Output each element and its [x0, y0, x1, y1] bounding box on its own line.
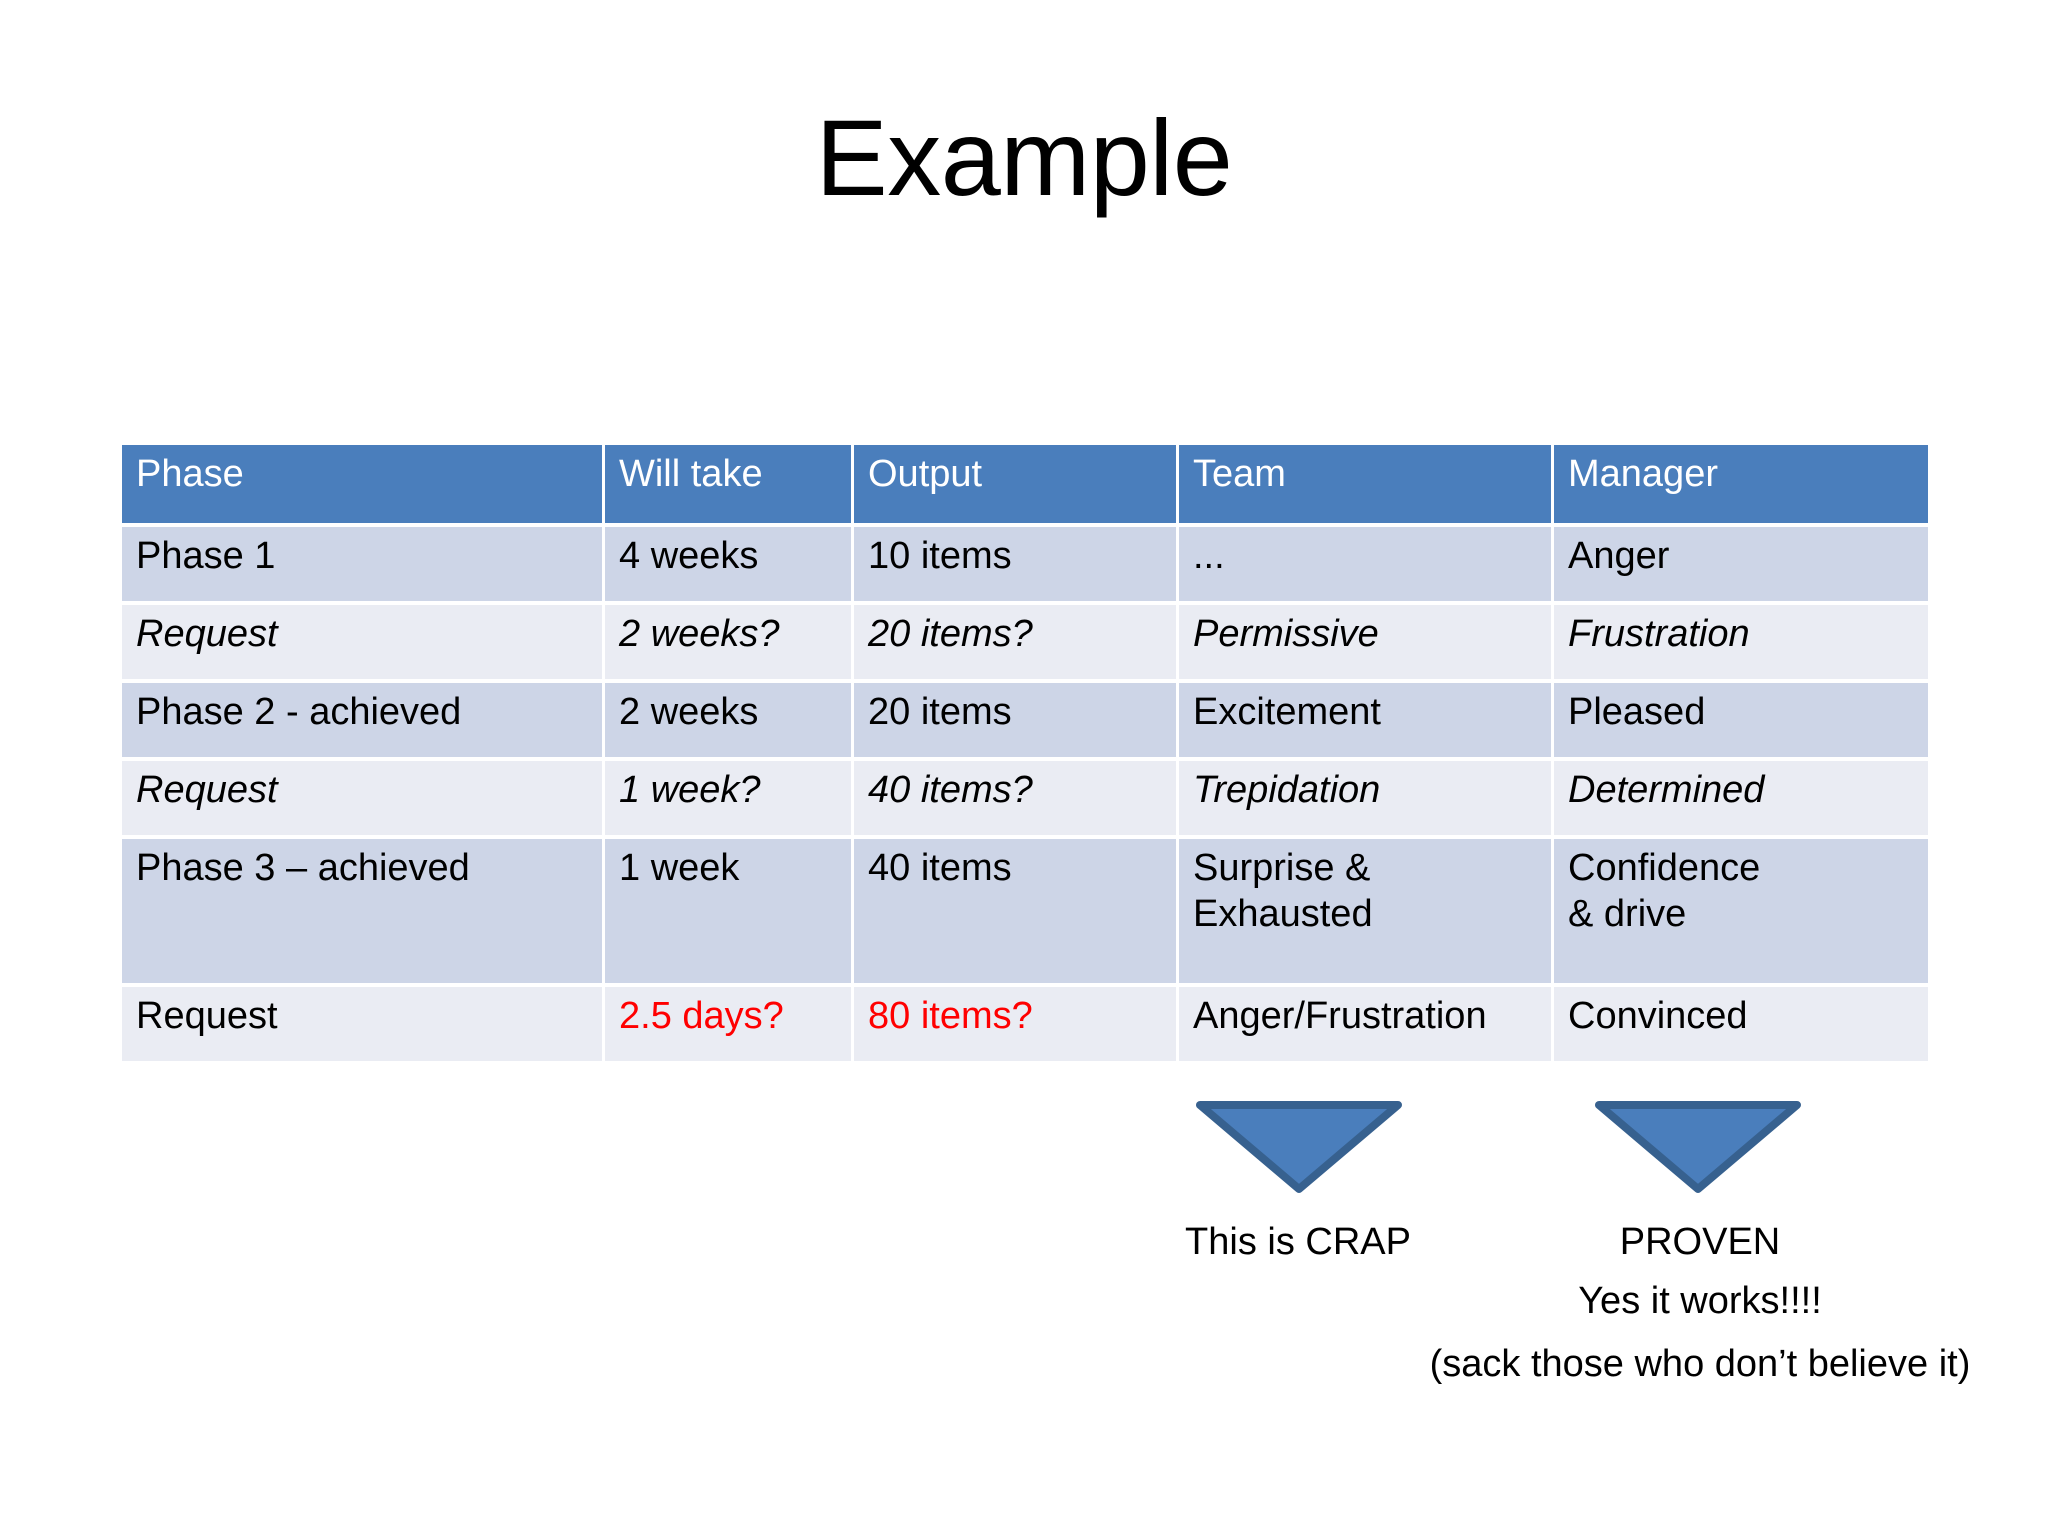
cell-output: 40 items: [854, 839, 1179, 987]
cell-output: 40 items?: [854, 761, 1179, 839]
cell-phase: Request: [122, 605, 605, 683]
cell-team: Anger/Frustration: [1179, 987, 1554, 1065]
cell-team: Permissive: [1179, 605, 1554, 683]
cell-manager: Frustration: [1554, 605, 1928, 683]
column-header-will-take: Will take: [605, 445, 854, 527]
cell-output: 20 items: [854, 683, 1179, 761]
table-row: Phase 3 – achieved 1 week 40 items Surpr…: [122, 839, 1928, 987]
cell-manager: Pleased: [1554, 683, 1928, 761]
column-header-output: Output: [854, 445, 1179, 527]
callout-caption-left: This is CRAP: [1185, 1221, 1411, 1263]
callout-caption-right: PROVEN: [1619, 1221, 1781, 1263]
column-header-phase: Phase: [122, 445, 605, 527]
cell-phase: Phase 2 - achieved: [122, 683, 605, 761]
callout-right-line3: (sack those who don’t believe it): [1429, 1343, 1971, 1385]
cell-team: Excitement: [1179, 683, 1554, 761]
table-row: Request 2 weeks? 20 items? Permissive Fr…: [122, 605, 1928, 683]
cell-phase: Request: [122, 987, 605, 1065]
cell-phase: Request: [122, 761, 605, 839]
cell-will-take: 2 weeks: [605, 683, 854, 761]
cell-manager: Confidence& drive: [1554, 839, 1928, 987]
cell-phase: Phase 1: [122, 527, 605, 605]
cell-will-take: 2.5 days?: [605, 987, 854, 1065]
down-triangle-icon-right: [1595, 1101, 1801, 1193]
down-triangle-icon-left: [1196, 1101, 1402, 1193]
page-title: Example: [815, 97, 1233, 218]
table-row: Phase 2 - achieved 2 weeks 20 items Exci…: [122, 683, 1928, 761]
cell-will-take: 1 week: [605, 839, 854, 987]
cell-team: Trepidation: [1179, 761, 1554, 839]
table-row: Request 1 week? 40 items? Trepidation De…: [122, 761, 1928, 839]
cell-manager: Convinced: [1554, 987, 1928, 1065]
callout-right-line2: Yes it works!!!!: [1578, 1280, 1822, 1322]
cell-manager: Anger: [1554, 527, 1928, 605]
cell-will-take: 1 week?: [605, 761, 854, 839]
cell-will-take: 2 weeks?: [605, 605, 854, 683]
column-header-manager: Manager: [1554, 445, 1928, 527]
cell-output: 10 items: [854, 527, 1179, 605]
cell-will-take: 4 weeks: [605, 527, 854, 605]
column-header-team: Team: [1179, 445, 1554, 527]
cell-output: 80 items?: [854, 987, 1179, 1065]
cell-output: 20 items?: [854, 605, 1179, 683]
table-row: Request 2.5 days? 80 items? Anger/Frustr…: [122, 987, 1928, 1065]
table-header-row: Phase Will take Output Team Manager: [122, 445, 1928, 527]
cell-team: ...: [1179, 527, 1554, 605]
cell-team: Surprise &Exhausted: [1179, 839, 1554, 987]
phase-table: Phase Will take Output Team Manager Phas…: [122, 445, 1928, 1065]
cell-phase: Phase 3 – achieved: [122, 839, 605, 987]
table-row: Phase 1 4 weeks 10 items ... Anger: [122, 527, 1928, 605]
cell-manager: Determined: [1554, 761, 1928, 839]
